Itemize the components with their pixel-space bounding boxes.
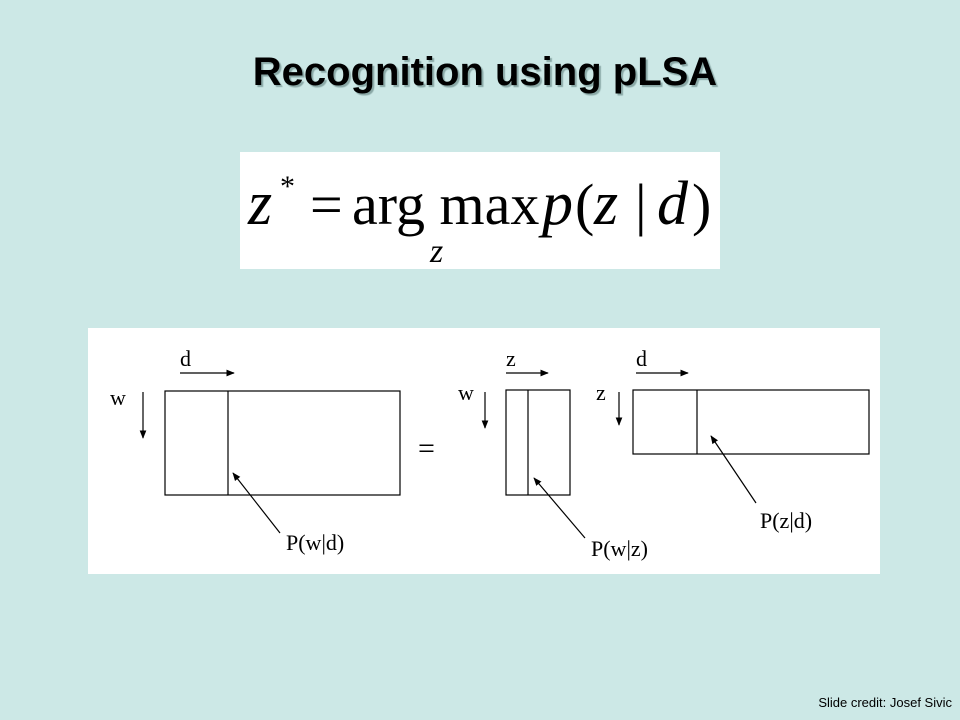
matrix-p-w-given-d: d w P(w|d) bbox=[110, 346, 401, 555]
m3-factor-label: P(z|d) bbox=[760, 508, 812, 533]
m2-matrix-rect bbox=[505, 389, 571, 496]
slide-title: Recognition using pLSA bbox=[252, 50, 718, 94]
slide-credit: Slide credit: Josef Sivic bbox=[818, 695, 952, 710]
formula-bar: | bbox=[635, 172, 647, 237]
m3-matrix-rect bbox=[632, 389, 870, 455]
formula-open-paren: ( bbox=[575, 172, 594, 237]
m2-pointer-arrow bbox=[533, 477, 586, 539]
formula-arg1: z bbox=[593, 170, 618, 238]
formula-subscript: z bbox=[429, 233, 443, 269]
formula-close-paren: ) bbox=[692, 172, 711, 237]
m1-column-label: d bbox=[180, 346, 191, 371]
matrix-p-z-given-d: d z P(z|d) bbox=[596, 346, 870, 533]
formula-argmax: arg max bbox=[352, 172, 539, 237]
equals-sign: = bbox=[418, 432, 435, 465]
formula-arg2: d bbox=[657, 170, 689, 238]
diagram-svg: d w P(w|d) = z w P(w|z) d z bbox=[110, 346, 870, 561]
m3-pointer-arrow bbox=[710, 435, 757, 504]
m1-factor-label: P(w|d) bbox=[286, 530, 344, 555]
formula-star: * bbox=[280, 170, 295, 203]
m3-row-label: z bbox=[596, 380, 606, 405]
m1-pointer-arrow bbox=[232, 472, 281, 534]
formula-svg: z * = arg max p ( z | d ) z bbox=[247, 170, 711, 270]
formula-panel: z * = arg max p ( z | d ) z bbox=[240, 152, 720, 270]
m1-matrix-rect bbox=[164, 390, 401, 496]
matrix-p-w-given-z: z w P(w|z) bbox=[458, 346, 648, 561]
m2-factor-label: P(w|z) bbox=[591, 536, 648, 561]
m2-row-label: w bbox=[458, 380, 474, 405]
formula-func: p bbox=[538, 170, 573, 238]
formula-equals: = bbox=[310, 172, 343, 237]
formula-lhs: z bbox=[247, 170, 272, 238]
m2-column-label: z bbox=[506, 346, 516, 371]
m3-column-label: d bbox=[636, 346, 647, 371]
factorization-diagram: d w P(w|d) = z w P(w|z) d z bbox=[88, 328, 880, 574]
m1-row-label: w bbox=[110, 385, 126, 410]
